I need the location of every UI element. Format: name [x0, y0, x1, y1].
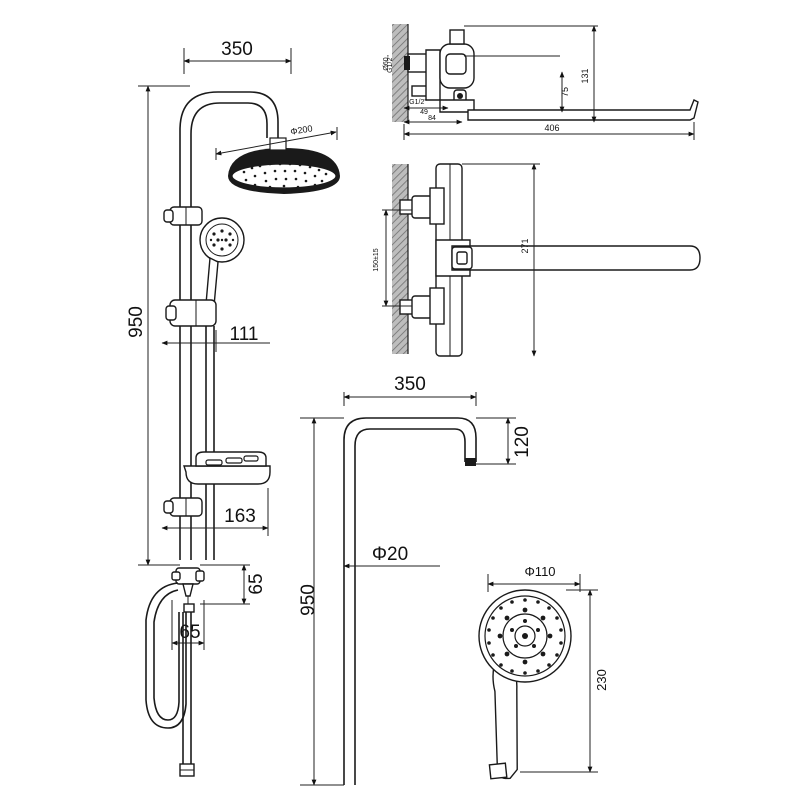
- slider: [165, 299, 217, 327]
- dim-height: 950: [126, 85, 190, 566]
- shower-hose: [145, 582, 195, 777]
- faucet-side-view: 131 75 406 84 49 G1/2" G1/2" Ø60: [383, 24, 699, 140]
- shower-set-view: 350 950: [126, 39, 340, 777]
- dim-label-150: 150±15: [373, 248, 380, 271]
- dim-label-pipe-dia: Φ20: [372, 544, 408, 565]
- dim-label-84: 84: [428, 115, 436, 122]
- dim-label-350-top: 350: [221, 39, 253, 60]
- nozzle-holes: [487, 598, 563, 675]
- dim-slider: 111: [161, 324, 270, 352]
- dim-label-131: 131: [580, 68, 590, 83]
- dim-label-head-dia: Φ200: [290, 123, 314, 137]
- dim-label-thread2: G1/2": [409, 99, 427, 106]
- dim-label-271: 271: [520, 238, 530, 253]
- dim-label-950-left: 950: [126, 306, 147, 338]
- soap-dish: [183, 451, 271, 485]
- dim-soapdish: 163: [161, 488, 269, 536]
- diverter: [171, 567, 205, 613]
- dim-label-thread1: G1/2": [387, 55, 394, 73]
- wall-bracket-top: [163, 206, 203, 226]
- hand-shower-small: [199, 217, 245, 307]
- dim-label-163: 163: [224, 506, 256, 527]
- dim-label-111: 111: [230, 324, 259, 345]
- dim-label-60: Ø60: [383, 57, 390, 70]
- dim-label-950-pipe: 950: [298, 584, 319, 616]
- dim-label-hand-len: 230: [594, 669, 609, 691]
- dim-label-65-v: 65: [246, 573, 267, 594]
- faucet-front-view: 150±15 271: [373, 163, 701, 357]
- hand-shower-view: Φ110 230: [478, 564, 609, 780]
- slide-rail: [205, 326, 215, 560]
- dim-diverter-h: 65: [171, 600, 205, 650]
- dim-label-hand-dia: Φ110: [524, 564, 555, 579]
- riser-pipe: [179, 91, 279, 560]
- dim-label-120: 120: [512, 426, 533, 458]
- riser-pipe-view: 350 120 950 Φ20: [298, 374, 533, 786]
- dim-diverter-v: 65: [200, 564, 267, 605]
- dim-label-49: 49: [420, 109, 428, 116]
- dim-label-406: 406: [544, 123, 559, 133]
- head-shower: Φ200: [215, 123, 340, 194]
- wall-bracket-bottom: [163, 497, 203, 517]
- dim-top-width: 350: [183, 39, 292, 74]
- dim-label-75: 75: [560, 87, 570, 97]
- dim-label-350-pipe: 350: [394, 374, 426, 395]
- dim-label-65-h: 65: [179, 622, 200, 643]
